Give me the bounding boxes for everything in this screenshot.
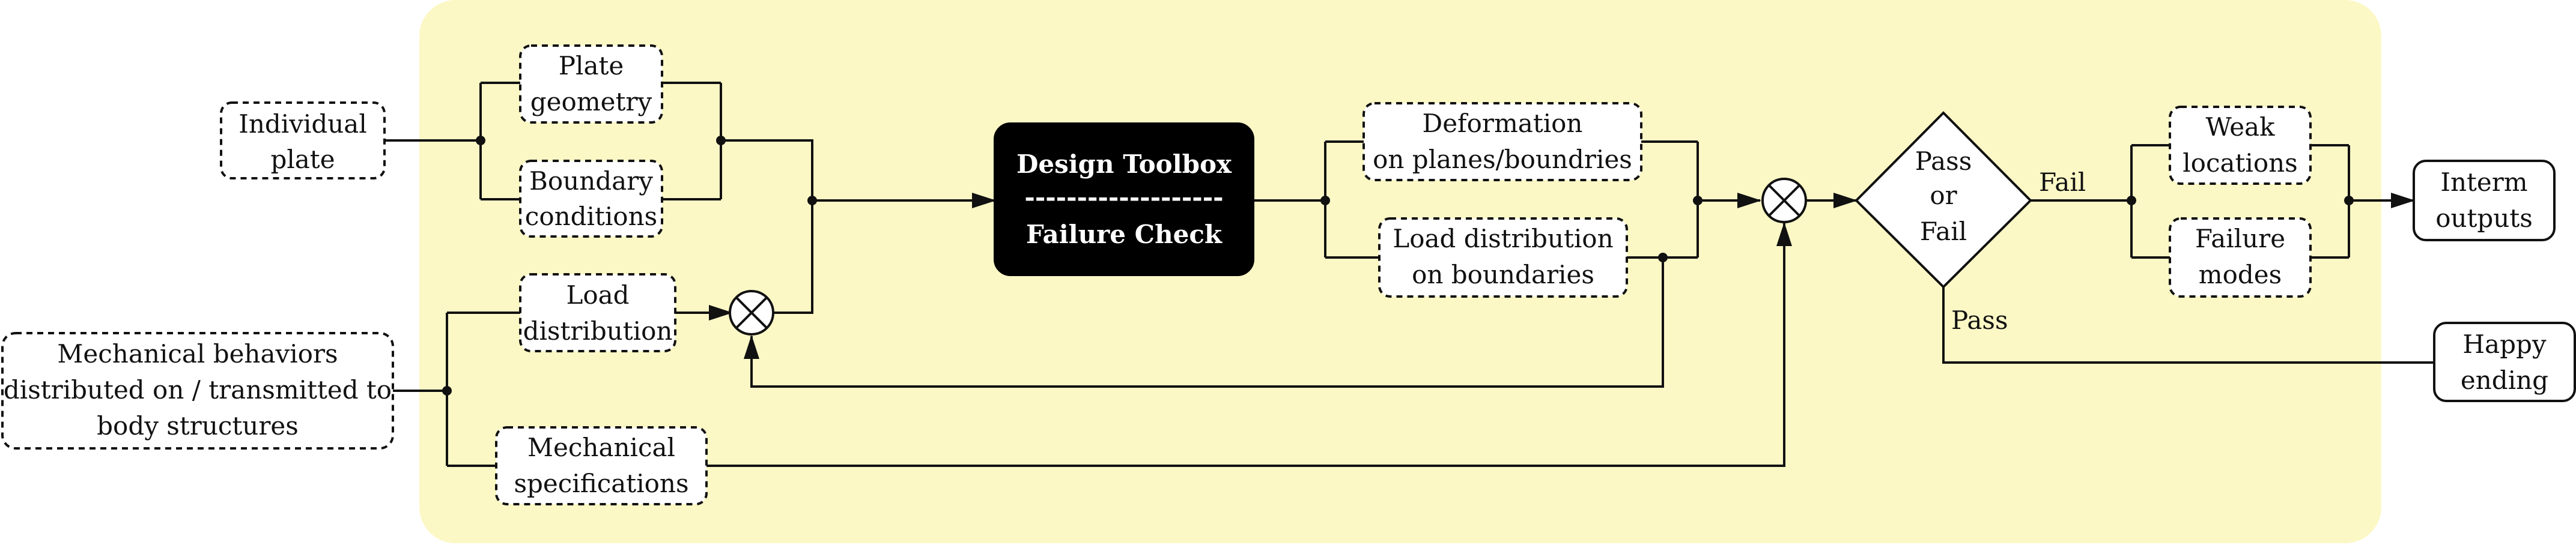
design-toolbox-title: Design Toolbox xyxy=(1016,149,1232,179)
load-distribution-boundaries-line1: Load distribution xyxy=(1393,224,1613,253)
fail-label: Fail xyxy=(2039,167,2086,197)
design-toolbox-separator: ------------------- xyxy=(1024,182,1223,212)
interm-outputs-line2: outputs xyxy=(2435,203,2533,233)
summing-junction-icon xyxy=(729,290,774,336)
mechanical-specifications-line1: Mechanical xyxy=(527,433,675,462)
deformation-line1: Deformation xyxy=(1423,109,1583,138)
individual-plate-line2: plate xyxy=(270,145,335,174)
weak-locations-line1: Weak xyxy=(2205,112,2275,142)
pass-label: Pass xyxy=(1951,306,2008,335)
mechanical-behaviors-line3: body structures xyxy=(97,411,299,441)
decision-line1: Pass xyxy=(1915,146,1972,176)
load-distribution-box: Load distribution xyxy=(519,273,676,352)
failure-modes-box: Failure modes xyxy=(2169,217,2312,298)
individual-plate-box: Individual plate xyxy=(220,101,386,179)
mechanical-behaviors-line2: distributed on / transmitted to xyxy=(4,375,392,405)
weak-locations-box: Weak locations xyxy=(2169,106,2312,185)
failure-modes-line1: Failure xyxy=(2195,224,2285,253)
design-toolbox-subtitle: Failure Check xyxy=(1026,220,1223,249)
mechanical-behaviors-box: Mechanical behaviors distributed on / tr… xyxy=(1,332,394,450)
design-toolbox-block: Design Toolbox ------------------- Failu… xyxy=(994,122,1254,276)
pass-or-fail-decision: Pass or Fail xyxy=(1855,111,2032,289)
decision-line3: Fail xyxy=(1920,217,1967,246)
mechanical-behaviors-line1: Mechanical behaviors xyxy=(57,339,338,369)
individual-plate-line1: Individual xyxy=(238,109,367,139)
boundary-conditions-line2: conditions xyxy=(525,202,657,231)
load-distribution-boundaries-line2: on boundaries xyxy=(1412,260,1594,289)
plate-geometry-line2: geometry xyxy=(530,87,652,116)
load-distribution-boundaries-box: Load distribution on boundaries xyxy=(1378,217,1628,298)
load-distribution-line1: Load xyxy=(566,280,629,310)
weak-locations-line2: locations xyxy=(2183,148,2297,178)
plate-geometry-line1: Plate xyxy=(559,51,624,80)
boundary-conditions-line1: Boundary xyxy=(529,166,653,196)
junction-dots xyxy=(442,136,2354,396)
deformation-line2: on planes/boundries xyxy=(1373,145,1632,174)
deformation-box: Deformation on planes/boundries xyxy=(1362,102,1642,181)
happy-ending-box: Happy ending xyxy=(2433,322,2576,402)
happy-ending-line2: ending xyxy=(2461,366,2548,395)
load-distribution-line2: distribution xyxy=(523,316,673,346)
failure-modes-line2: modes xyxy=(2199,260,2282,289)
summing-junction-icon xyxy=(1761,178,1807,223)
interm-outputs-box: Interm outputs xyxy=(2413,160,2556,241)
happy-ending-line1: Happy xyxy=(2462,330,2546,359)
decision-line2: or xyxy=(1930,181,1957,210)
mechanical-specifications-box: Mechanical specifications xyxy=(495,426,708,505)
interm-outputs-line1: Interm xyxy=(2440,167,2527,197)
boundary-conditions-box: Boundary conditions xyxy=(519,160,663,238)
plate-geometry-box: Plate geometry xyxy=(519,44,663,124)
mechanical-specifications-line2: specifications xyxy=(514,469,688,498)
